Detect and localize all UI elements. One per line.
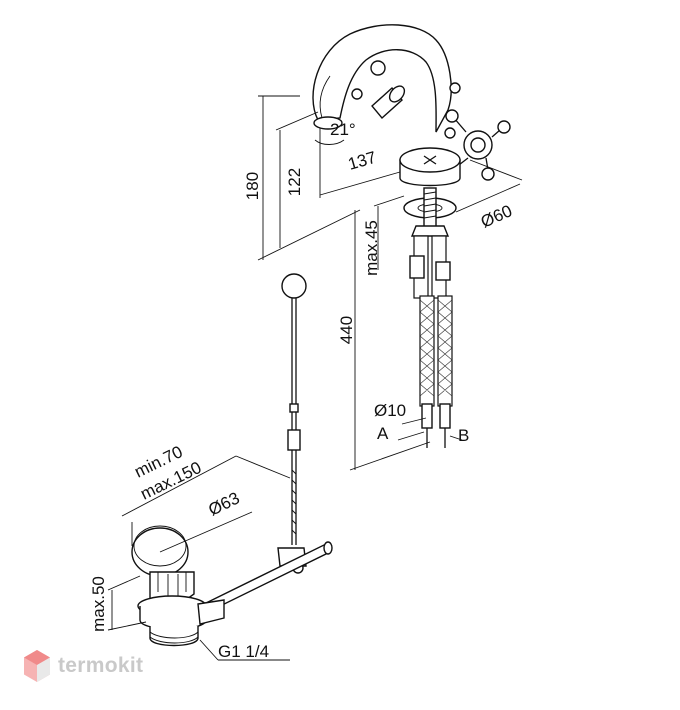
- spout: [312, 24, 452, 133]
- pull-rod-knob: [281, 273, 307, 299]
- faucet: [312, 24, 511, 237]
- dim-height-total: 180: [243, 172, 262, 200]
- brand-logo: termokit: [22, 644, 143, 688]
- supply-hoses: [409, 235, 453, 448]
- dim-spout-angle: 21°: [330, 120, 356, 139]
- dim-height-spout: 122: [285, 168, 304, 196]
- brand-name: termokit: [58, 654, 144, 677]
- pop-up-waste: [131, 525, 333, 647]
- dim-waste-height: max.50: [89, 576, 108, 632]
- dimension-lines: [107, 95, 523, 661]
- dim-waste-diameter: Ø63: [205, 488, 242, 519]
- dim-spout-reach: 137: [346, 148, 379, 174]
- label-port-b: B: [458, 426, 469, 445]
- spout-outlet: [313, 116, 343, 130]
- dim-thread: G1 1/4: [218, 642, 269, 661]
- dim-hose-diameter: Ø10: [374, 401, 406, 420]
- dim-max-deck: max.45: [362, 220, 381, 276]
- brand-hexagon-icon: [24, 650, 50, 682]
- dim-base-diameter: Ø60: [478, 201, 515, 231]
- cross-handle: [444, 82, 511, 181]
- pull-rod: [277, 273, 307, 574]
- dim-hose-length: 440: [337, 316, 356, 344]
- label-port-a: A: [377, 424, 389, 443]
